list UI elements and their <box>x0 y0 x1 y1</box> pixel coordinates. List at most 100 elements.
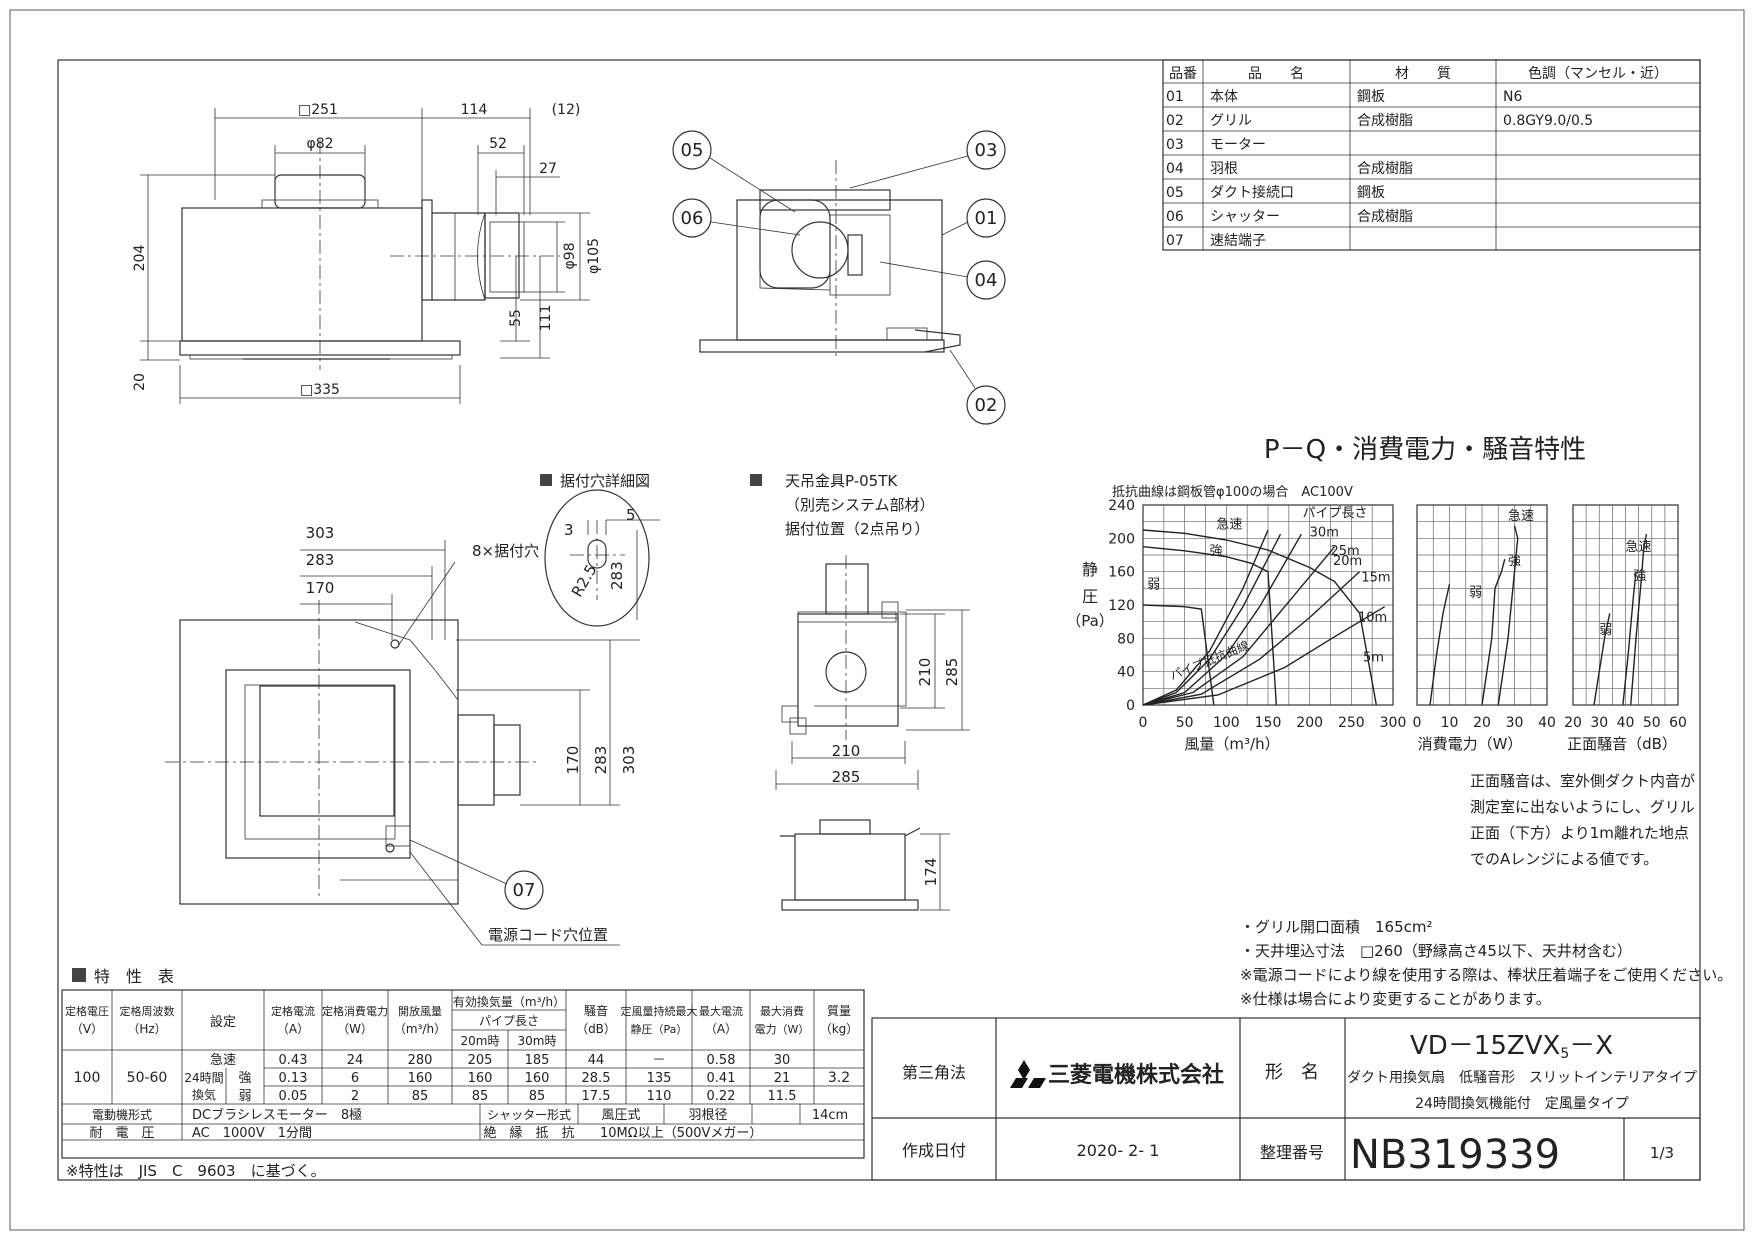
noise-note-line-3: 正面（下方）より1m離れた地点 <box>1470 824 1689 842</box>
parts-header-material: 材 質 <box>1395 66 1451 82</box>
noise-note: 正面騒音は、室外側ダクト内音が 測定室に出ないようにし、グリル 正面（下方）より… <box>1470 772 1695 868</box>
x-tick-label: 30 <box>1590 715 1608 731</box>
hanger-note-1: （別売システム部材） <box>785 496 935 514</box>
hdr-openflow-2: （m³/h） <box>394 1022 446 1036</box>
plan-mount-holes-label: 8×据付穴 <box>472 542 539 560</box>
plan-view-dimensions: 303 283 170 8×据付穴 170 283 303 07 電源コード穴位… <box>306 524 638 944</box>
plan-view-drawing <box>165 540 640 946</box>
parts-cell: 合成樹脂 <box>1357 161 1413 177</box>
hdr-mass-1: 質量 <box>827 1003 851 1018</box>
section-view-drawing <box>699 160 961 360</box>
hdr-maxcurrent-2: （A） <box>705 1022 737 1036</box>
power-xlabel: 消費電力（W） <box>1418 735 1523 753</box>
char-cell-power: 2 <box>351 1089 359 1104</box>
char-cell-maxc: 0.41 <box>707 1071 736 1086</box>
callout-04: 04 <box>975 270 998 291</box>
series-label: 弱 <box>1599 623 1612 638</box>
x-tick-label: 20 <box>1564 715 1582 731</box>
parts-cell: モーター <box>1210 137 1266 153</box>
hdr-maxpress-1: 定風量持続最大 <box>621 1004 698 1018</box>
dim-55: 55 <box>508 309 524 327</box>
plan-dim-170: 170 <box>306 579 335 597</box>
parts-table: 品番 品 名 材 質 色調（マンセル・近） <box>1162 59 1701 251</box>
noise-note-line-4: でのAレンジによる値です。 <box>1470 850 1658 868</box>
hdr-maxpress-2: 静圧（Pa） <box>631 1022 688 1036</box>
parts-cell: N6 <box>1503 89 1522 105</box>
projection-method: 第三角法 <box>902 1063 966 1082</box>
hdr-20m: 20m時 <box>461 1034 500 1048</box>
char-cell-noise: 44 <box>588 1053 605 1068</box>
char-cell-current: 0.43 <box>279 1053 308 1068</box>
characteristic-table-footer: 電動機形式 DCブラシレスモーター 8極 シャッター形式 風圧式 羽根径 14c… <box>66 1107 848 1180</box>
hdr-freq-1: 定格周波数 <box>120 1004 175 1018</box>
x-tick-label: 200 <box>1296 715 1323 731</box>
series-label: 15m <box>1361 571 1390 586</box>
series-label: 25m <box>1331 544 1360 559</box>
series-line-25m <box>1142 533 1282 706</box>
model-number: VD－15ZVX5－X <box>1410 1031 1613 1062</box>
mount-dim-r25: R2.5 <box>568 561 601 600</box>
section-marker-icon <box>750 474 762 486</box>
insulation-value: 10MΩ以上（500Vメガー） <box>600 1126 762 1141</box>
char-table-title: 特 性 表 <box>94 967 174 986</box>
char-cell-press: － <box>652 1053 665 1068</box>
y-tick-label: 40 <box>1117 665 1135 681</box>
series-line-弱 <box>1429 584 1451 706</box>
char-cell-power: 6 <box>351 1071 359 1086</box>
x-tick-label: 10 <box>1441 715 1459 731</box>
dim-111: 111 <box>538 305 554 332</box>
mount-dim-3: 3 <box>564 521 574 539</box>
hdr-mass-2: （kg） <box>820 1022 859 1036</box>
side-view-dimensions: □251 114 (12) φ82 52 27 204 φ98 φ105 55 … <box>132 102 602 398</box>
parts-cell: ダクト接続口 <box>1210 184 1294 201</box>
callout-05: 05 <box>681 140 704 161</box>
x-tick-label: 100 <box>1213 715 1240 731</box>
spec-note-1: ・グリル開口面積 165cm² <box>1240 918 1433 936</box>
series-line-急速 <box>1497 525 1519 706</box>
char-cell-noise: 17.5 <box>582 1089 611 1104</box>
hdr-30m: 30m時 <box>518 1034 557 1048</box>
x-tick-label: 300 <box>1380 715 1407 731</box>
series-line-10m <box>1142 571 1361 706</box>
hdr-maxcurrent-1: 最大電流 <box>699 1004 743 1018</box>
section-view-callouts: 05 06 03 01 04 02 <box>672 130 1006 425</box>
series-label: 強 <box>1633 569 1646 584</box>
outer-border <box>9 9 1745 1231</box>
hdr-freq-2: （Hz） <box>127 1022 166 1036</box>
hanger-dim-210-v: 210 <box>916 658 934 687</box>
section-marker-icon <box>72 968 86 982</box>
parts-cell: 06 <box>1166 209 1184 225</box>
char-cell-current: 0.05 <box>279 1089 308 1104</box>
char-cell-maxp: 21 <box>774 1071 791 1086</box>
series-label: 弱 <box>1469 586 1482 601</box>
callout-01: 01 <box>975 208 998 229</box>
plan-dim-303-v: 303 <box>620 746 638 775</box>
series-line-弱 <box>1142 604 1215 706</box>
model-description-1: ダクト用換気扇 低騒音形 スリットインテリアタイプ <box>1347 1069 1697 1086</box>
mount-dim-283: 283 <box>608 561 626 590</box>
hdr-power-2: （W） <box>337 1022 373 1036</box>
withstand-value: AC 1000V 1分間 <box>192 1126 312 1141</box>
charts-title: P－Q・消費電力・騒音特性 <box>1264 435 1586 465</box>
parts-cell: 鋼板 <box>1357 185 1385 201</box>
x-tick-label: 150 <box>1255 715 1282 731</box>
series-label: 急速 <box>1508 509 1534 524</box>
cell-freq: 50-60 <box>127 1070 168 1086</box>
parts-cell: 合成樹脂 <box>1357 113 1413 129</box>
hanger-section: 天吊金具P-05TK （別売システム部材） 据付位置（2点吊り） 210 285… <box>750 472 970 911</box>
section-marker-icon <box>540 474 552 486</box>
char-cell-current: 0.13 <box>279 1071 308 1086</box>
cell-mass: 3.2 <box>828 1070 850 1086</box>
dim-20: 20 <box>132 373 148 391</box>
series-label: 20m <box>1333 554 1362 569</box>
x-tick-label: 0 <box>1413 715 1422 731</box>
series-label: 急速 <box>1626 540 1652 555</box>
number-label: 整理番号 <box>1260 1143 1324 1162</box>
dim-phi105: φ105 <box>586 238 602 274</box>
char-cell-p20: 160 <box>468 1071 493 1086</box>
mount-dim-5: 5 <box>626 506 636 524</box>
dim-12: (12) <box>552 102 581 118</box>
